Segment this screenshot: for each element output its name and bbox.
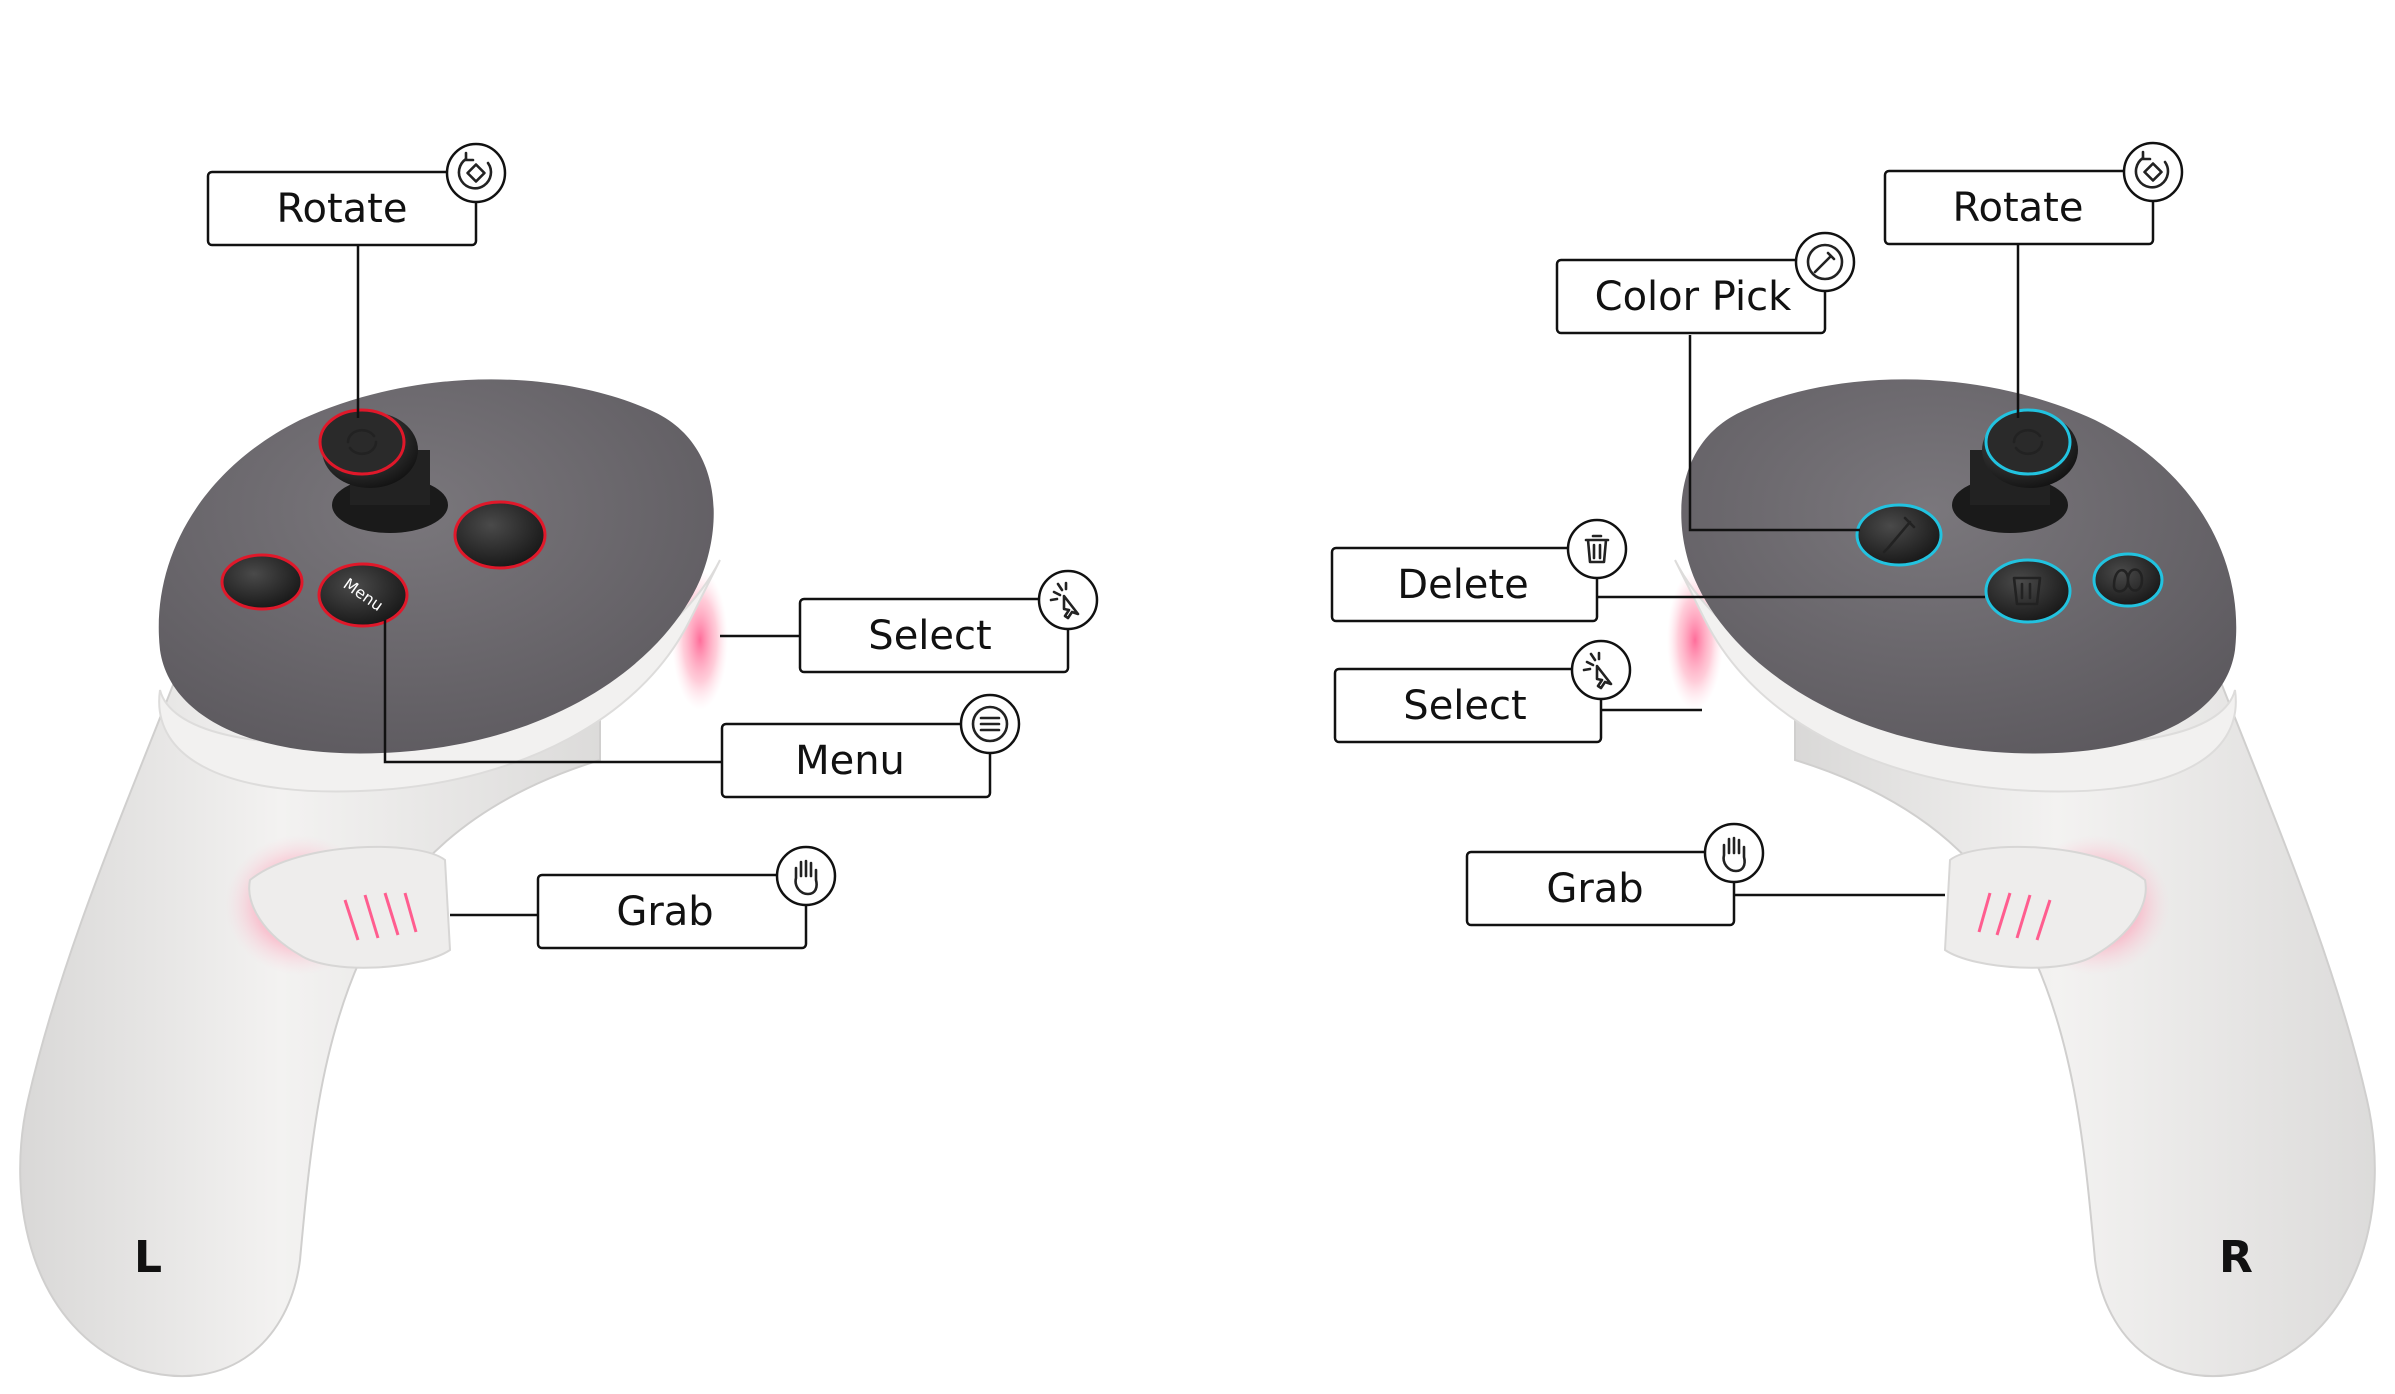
- left-thumbstick: [318, 408, 448, 533]
- hand-icon: [1722, 836, 1746, 873]
- callout-right-rotate: Rotate: [1883, 141, 2184, 246]
- callout-right-rotate-label: Rotate: [1953, 185, 2084, 231]
- right-color-pick-button: [1855, 503, 1943, 567]
- right-grip-trigger: [1943, 835, 2170, 975]
- menu-icon: [971, 705, 1009, 743]
- left-menu-button: Menu: [317, 562, 409, 628]
- left-side-label: L: [134, 1232, 162, 1283]
- right-controller-face: [1681, 379, 2237, 754]
- left-controller: Menu: [19, 379, 728, 1377]
- rotate-icon: [2134, 150, 2170, 189]
- hand-icon: [794, 859, 818, 896]
- cursor-click-icon: [1049, 581, 1080, 620]
- right-controller: [1667, 379, 2376, 1377]
- callout-right-color-pick-label: Color Pick: [1595, 274, 1792, 320]
- callout-left-rotate-label: Rotate: [277, 186, 408, 232]
- callout-right-delete-label: Delete: [1397, 562, 1528, 608]
- left-button-x: [220, 553, 304, 611]
- color-picker-icon: [1806, 243, 1844, 281]
- callout-right-color-pick: Color Pick: [1555, 231, 1856, 335]
- right-meta-button: [2092, 552, 2164, 608]
- callout-right-select: Select: [1333, 639, 1632, 744]
- rotate-icon: [457, 151, 493, 190]
- right-delete-button: [1984, 558, 2072, 624]
- callout-left-select: Select: [798, 569, 1099, 674]
- callout-left-menu-label: Menu: [795, 738, 905, 784]
- cursor-click-icon: [1582, 651, 1613, 690]
- left-controller-face: [158, 379, 714, 754]
- left-grip-trigger: [225, 835, 452, 975]
- callout-left-select-label: Select: [868, 613, 991, 659]
- right-thumbstick: [1952, 408, 2078, 533]
- callout-left-grab: Grab: [536, 845, 837, 950]
- right-side-label: R: [2219, 1232, 2253, 1283]
- trash-icon: [1584, 534, 1610, 564]
- callout-right-grab: Grab: [1465, 822, 1765, 927]
- left-button-y: [453, 500, 547, 570]
- callout-left-rotate: Rotate: [206, 142, 507, 247]
- leader-lines: [356, 245, 2020, 917]
- callout-left-menu: Menu: [720, 693, 1021, 799]
- callout-right-delete: Delete: [1330, 518, 1628, 623]
- callout-left-grab-label: Grab: [616, 889, 713, 935]
- callout-right-select-label: Select: [1403, 683, 1526, 729]
- callout-right-grab-label: Grab: [1546, 866, 1643, 912]
